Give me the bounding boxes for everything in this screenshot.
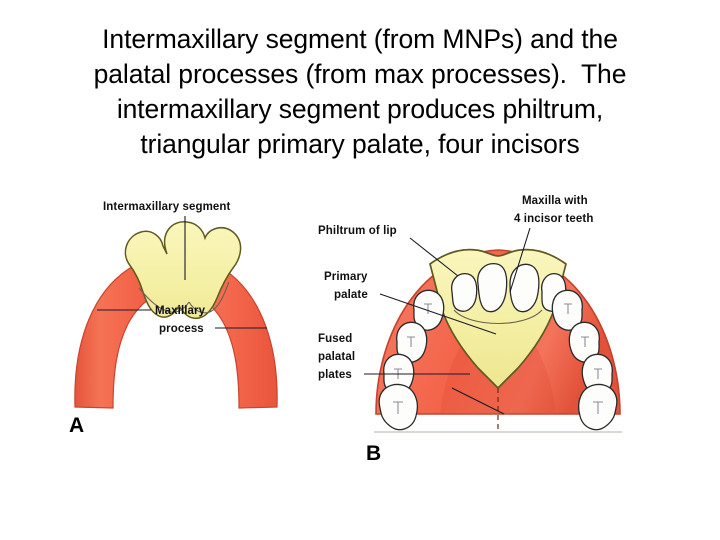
leader-maxilla-with-incisors — [509, 227, 531, 293]
label-maxilla-with-line1: Maxilla with — [522, 195, 588, 207]
posterior-tooth-left-4-mark — [393, 401, 403, 414]
label-fused-palatal-plates-line1: Fused — [318, 333, 352, 345]
label-maxillary-process-line2: process — [159, 323, 204, 335]
posterior-tooth-right-4-mark — [593, 401, 603, 414]
posterior-teeth-right-group — [551, 289, 618, 431]
page-title: Intermaxillary segment (from MNPs) and t… — [14, 22, 706, 162]
leader-fused-palatal-plates-b — [451, 387, 505, 415]
posterior-tooth-right-3-mark — [594, 368, 602, 379]
label-primary-palate-line1: Primary — [324, 271, 368, 283]
incisor-tooth-left-lateral — [451, 273, 478, 312]
intermaxillary-inner-border-right — [188, 281, 230, 314]
title-line-4: triangular primary palate, four incisors — [140, 129, 580, 159]
label-fused-palatal-plates-line2: palatal — [318, 351, 355, 363]
posterior-teeth-left-group — [378, 289, 445, 431]
posterior-tooth-right-2 — [568, 321, 600, 363]
posterior-tooth-right-1-mark — [564, 303, 572, 314]
panel-b-letter: B — [366, 442, 381, 465]
title-line-1: Intermaxillary segment (from MNPs) and t… — [102, 24, 618, 54]
leader-primary-palate — [379, 293, 497, 335]
incisor-tooth-left-central — [477, 263, 508, 313]
label-intermaxillary-segment: Intermaxillary segment — [103, 201, 231, 213]
title-line-2: palatal processes (from max processes). … — [93, 59, 627, 89]
panel-a-letter: A — [69, 414, 84, 437]
label-maxillary-process-line1: Maxillary — [155, 305, 206, 317]
posterior-tooth-right-2-mark — [581, 336, 589, 347]
intermaxillary-inner-border — [138, 287, 190, 313]
panel-b-fetal-palate: Philtrum of lip Maxilla with 4 incisor t… — [318, 192, 678, 477]
panel-a-embryonic-palate: Intermaxillary segment Maxillary process… — [55, 192, 315, 472]
posterior-tooth-left-2 — [396, 321, 428, 363]
figure-area: Intermaxillary segment Maxillary process… — [0, 192, 720, 482]
incisor-gum-line — [453, 309, 543, 324]
posterior-tooth-left-2-mark — [407, 336, 415, 347]
intermaxillary-segment-shape — [124, 221, 242, 320]
leader-philtrum-of-lip — [409, 237, 459, 277]
posterior-tooth-right-1 — [551, 289, 583, 331]
posterior-tooth-left-1-mark — [424, 303, 432, 314]
label-fused-palatal-plates-line3: plates — [318, 369, 352, 381]
label-primary-palate-line2: palate — [334, 289, 368, 301]
label-maxilla-with-line2: 4 incisor teeth — [514, 213, 593, 225]
posterior-tooth-right-3 — [581, 353, 613, 395]
title-line-3: intermaxillary segment produces philtrum… — [116, 94, 604, 124]
label-philtrum-of-lip: Philtrum of lip — [318, 225, 397, 237]
incisor-tooth-right-central — [509, 263, 540, 313]
